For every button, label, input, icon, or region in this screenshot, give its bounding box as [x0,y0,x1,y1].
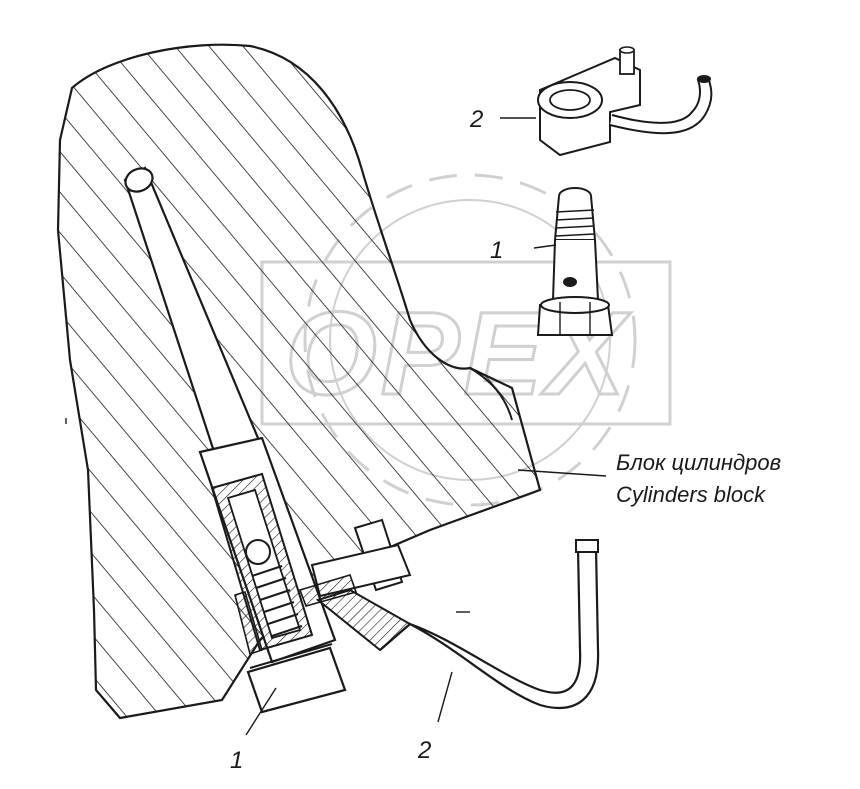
cylinder-block-body [56,43,542,720]
callout-section-1: 1 [230,747,243,774]
block-boss-outline [469,367,513,421]
valve-spring [251,565,303,637]
callout-detail-2: 2 [469,106,483,133]
callout-detail-1: 1 [490,237,503,264]
leader-lines [65,117,607,736]
cylinder-block-label-ru: Блок цилиндров [616,450,781,475]
banjo-bolt-detail [536,187,614,336]
banjo-bolt-section [246,643,347,714]
pipe-eye-detail [537,46,713,157]
cylinder-block-label-en: Cylinders block [616,482,766,507]
callout-section-2: 2 [417,737,431,764]
oil-pipe-section [315,539,600,710]
check-valve-ball [245,539,271,565]
valve-housing [198,436,337,664]
cylinder-block-section [56,43,542,720]
oil-pipe-end [575,539,599,553]
clamp-bracket [298,518,412,607]
